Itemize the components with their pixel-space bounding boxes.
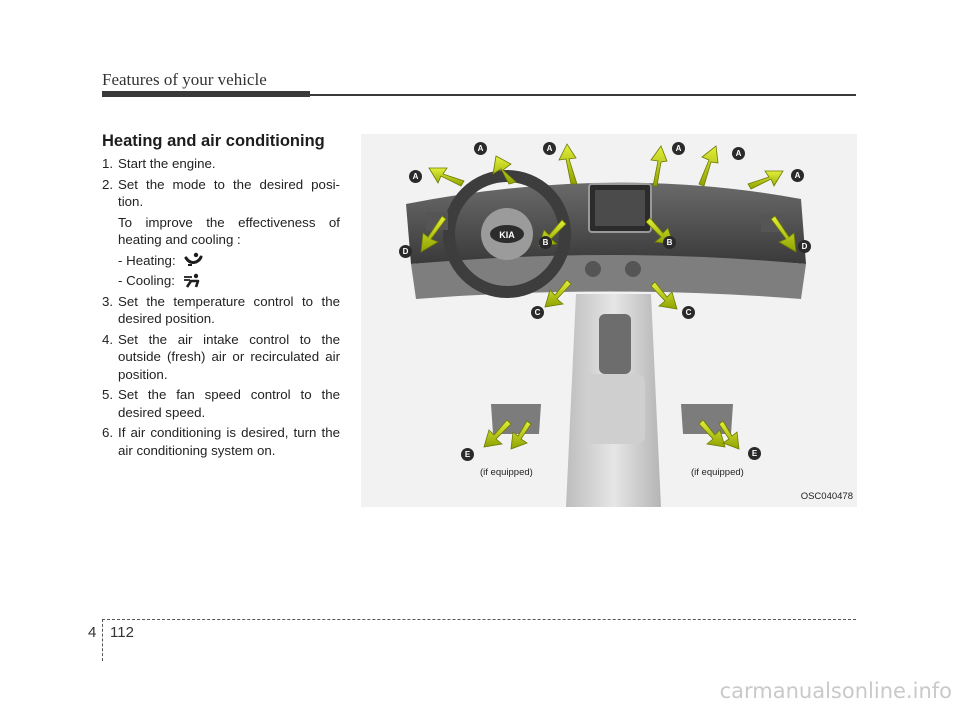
- step-text: Start the engine.: [118, 156, 216, 171]
- vent-label-a: A: [409, 170, 422, 183]
- step-text: Set the fan speed control to the desired…: [118, 387, 340, 420]
- step-text: Set the temperature control to the desir…: [118, 293, 340, 327]
- heating-mode-label: - Heating:: [118, 252, 176, 268]
- step-6: 6. If air conditioning is desired, turn …: [102, 424, 340, 459]
- vent-label-b: B: [539, 236, 552, 249]
- cooling-mode-line: - Cooling:: [102, 272, 340, 290]
- page-header-title: Features of your vehicle: [102, 70, 267, 89]
- step-5: 5. Set the fan speed control to the desi…: [102, 386, 340, 421]
- step-number: 1.: [102, 156, 114, 171]
- vent-label-a: A: [543, 142, 556, 155]
- step-text: Set the mode to the desired posi- tion.: [118, 176, 340, 210]
- vent-label-d: D: [798, 240, 811, 253]
- step-4: 4. Set the air intake control to the out…: [102, 331, 340, 384]
- if-equipped-left: (if equipped): [480, 467, 533, 478]
- airflow-arrows: [420, 143, 797, 450]
- step-number: 2.: [102, 176, 114, 192]
- vent-label-a: A: [474, 142, 487, 155]
- vent-label-c: C: [531, 306, 544, 319]
- step-number: 6.: [102, 425, 114, 440]
- cooling-mode-icon: [181, 273, 203, 289]
- if-equipped-right: (if equipped): [691, 467, 744, 478]
- header-bar-thin: [310, 94, 856, 96]
- vent-label-c: C: [682, 306, 695, 319]
- vent-label-a: A: [732, 147, 745, 160]
- page-number: 112: [110, 624, 134, 641]
- footer-vertical-divider: [102, 619, 103, 661]
- header-bar-thick: [102, 91, 310, 97]
- step-text: Set the air intake control to the outsid…: [118, 331, 340, 382]
- vent-label-a: A: [791, 169, 804, 182]
- heating-mode-line: - Heating:: [102, 252, 340, 270]
- vent-label-a: A: [672, 142, 685, 155]
- step-2-note: To improve the effectiveness of heating …: [118, 214, 340, 248]
- section-heading: Heating and air conditioning: [102, 132, 325, 150]
- step-number: 4.: [102, 331, 114, 347]
- heating-mode-icon: [182, 252, 204, 268]
- vent-label-d: D: [399, 245, 412, 258]
- step-1: 1. Start the engine.: [102, 155, 340, 173]
- step-text: If air conditioning is desired, turn the…: [118, 425, 340, 458]
- figure-code: OSC040478: [800, 491, 853, 502]
- step-number: 5.: [102, 387, 114, 402]
- step-2: 2. Set the mode to the desired posi- tio…: [102, 176, 340, 211]
- chapter-number: 4: [88, 624, 97, 641]
- dashboard-airflow-figure: KIA: [361, 134, 857, 507]
- step-number: 3.: [102, 293, 114, 309]
- dashboard-illustration: KIA: [406, 143, 806, 507]
- vent-label-b: B: [663, 236, 676, 249]
- kia-logo: KIA: [499, 230, 515, 240]
- footer-divider: [102, 619, 856, 620]
- step-3: 3. Set the temperature control to the de…: [102, 293, 340, 328]
- watermark: carmanualsonline.info: [719, 679, 952, 703]
- cooling-mode-label: - Cooling:: [118, 273, 175, 288]
- steps-list: 1. Start the engine. 2. Set the mode to …: [102, 155, 340, 462]
- vent-label-e: E: [748, 447, 761, 460]
- vent-label-e: E: [461, 448, 474, 461]
